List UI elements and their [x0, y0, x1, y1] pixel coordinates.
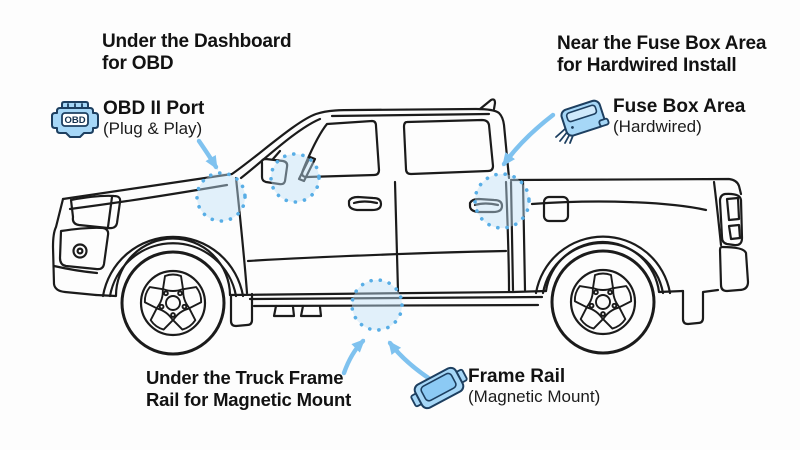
- obd-icon-label: OBD: [64, 115, 85, 126]
- frame-heading: Under the Truck Frame Rail for Magnetic …: [146, 367, 351, 411]
- frame-title: Frame Rail: [468, 366, 566, 387]
- frame-subtitle: (Magnetic Mount): [468, 387, 601, 406]
- truck-outline: [51, 98, 750, 328]
- obd-title: OBD II Port: [103, 98, 205, 119]
- arrow-obd: [196, 138, 219, 170]
- arrow-fuse: [501, 112, 556, 167]
- frame-heading-line1: Under the Truck Frame: [146, 367, 344, 388]
- fuse-title: Fuse Box Area: [613, 96, 746, 117]
- front-wheel: [120, 250, 226, 356]
- fuse-heading: Near the Fuse Box Area for Hardwired Ins…: [557, 33, 766, 77]
- obd-heading: Under the Dashboard for OBD: [102, 31, 292, 75]
- obd-port-icon: OBD: [51, 101, 99, 138]
- obd-heading-line2: for OBD: [102, 53, 174, 74]
- frame-heading-line2: Rail for Magnetic Mount: [146, 389, 352, 410]
- arrow-frame-left: [341, 338, 366, 376]
- highlight-frame-rail-circle: [350, 278, 404, 332]
- fuse-item: Fuse Box Area (Hardwired): [613, 96, 745, 137]
- fuse-heading-line1: Near the Fuse Box Area: [557, 33, 767, 54]
- obd-subtitle: (Plug & Play): [103, 119, 203, 138]
- highlight-mirror-circle: [269, 152, 321, 204]
- frame-item: Frame Rail (Magnetic Mount): [468, 366, 600, 407]
- magnetic-mount-icon: [410, 366, 468, 410]
- obd-heading-line1: Under the Dashboard: [102, 31, 292, 52]
- fuse-box-icon: [555, 99, 610, 144]
- highlight-fuse-area-circle: [473, 172, 531, 230]
- obd-item: OBD II Port (Plug & Play): [103, 98, 204, 139]
- highlight-dashboard-circle: [195, 171, 247, 223]
- rear-wheel: [550, 249, 656, 355]
- fuse-subtitle: (Hardwired): [613, 117, 702, 136]
- fuse-heading-line2: for Hardwired Install: [557, 55, 737, 76]
